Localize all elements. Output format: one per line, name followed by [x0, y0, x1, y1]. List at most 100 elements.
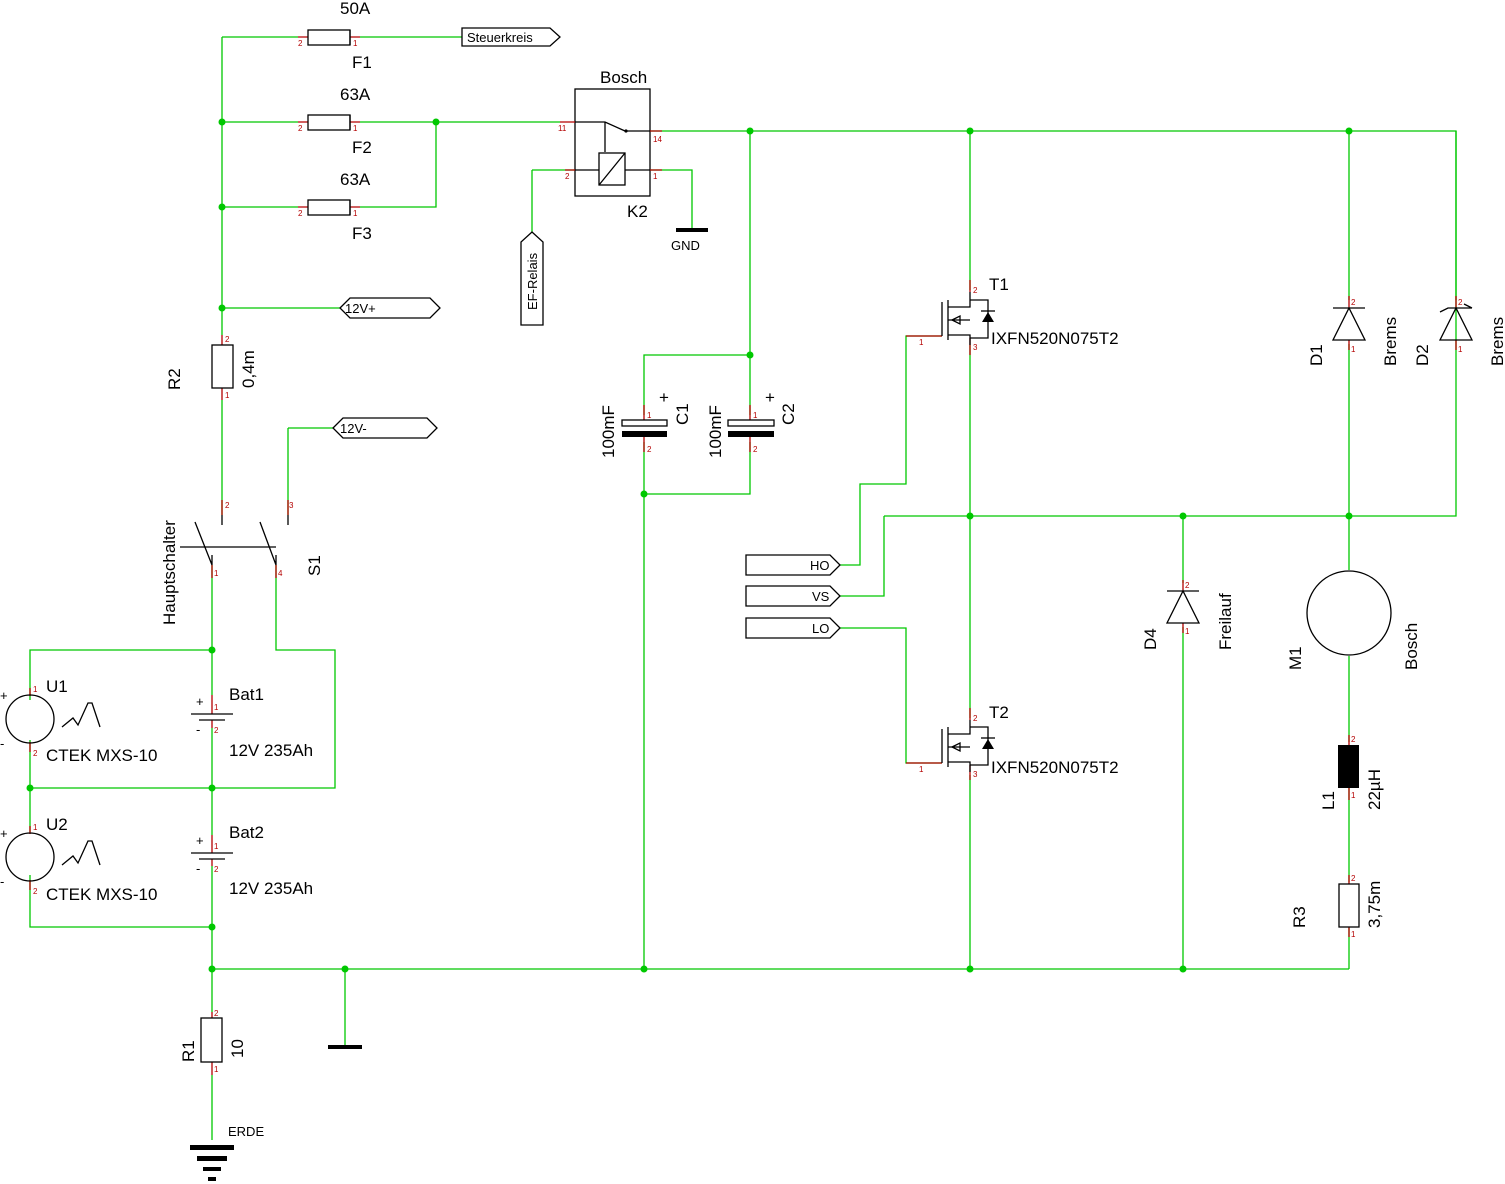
relay-k2[interactable]: 11 14 2 1 Bosch K2	[558, 68, 662, 221]
battery-bat2[interactable]: + - 1 2 Bat2 12V 235Ah	[191, 823, 313, 898]
resistor-r3-value: 3,75m	[1365, 881, 1384, 928]
svg-text:1: 1	[214, 569, 219, 578]
svg-text:2: 2	[298, 39, 303, 48]
diode-d1-value: Brems	[1381, 317, 1400, 366]
gnd-label: GND	[671, 238, 700, 253]
svg-text:1: 1	[214, 842, 219, 851]
source-u1[interactable]: + - 1 2 U1 CTEK MXS-10	[0, 677, 157, 765]
mosfet-t1-value: IXFN520N075T2	[991, 329, 1119, 348]
mosfet-t2-name: T2	[989, 703, 1009, 722]
svg-text:2: 2	[298, 209, 303, 218]
capacitor-c2-name: C2	[779, 403, 798, 425]
svg-text:2: 2	[1351, 874, 1356, 883]
svg-text:1: 1	[647, 411, 652, 420]
port-12v-minus[interactable]: 12V-	[332, 417, 438, 439]
resistor-r1-name: R1	[179, 1040, 198, 1062]
capacitor-c1[interactable]: 1 2 + 100mF C1	[599, 388, 692, 458]
fuse-f2[interactable]: 2 1 63A F2	[298, 85, 372, 157]
battery-bat1[interactable]: + - 1 2 Bat1 12V 235Ah	[191, 685, 313, 760]
svg-text:1: 1	[353, 209, 358, 218]
svg-text:1: 1	[1351, 791, 1356, 800]
svg-text:-: -	[0, 736, 4, 751]
relay-name: K2	[627, 202, 648, 221]
svg-text:EF-Relais: EF-Relais	[525, 252, 540, 310]
source-u2[interactable]: + - 1 2 U2 CTEK MXS-10	[0, 815, 157, 904]
fuse-f1-name: F1	[352, 53, 372, 72]
source-u1-value: CTEK MXS-10	[46, 746, 157, 765]
svg-text:1: 1	[353, 124, 358, 133]
switch-s1[interactable]: 2 3 1 4 Hauptschalter S1	[160, 500, 324, 625]
svg-text:+: +	[0, 826, 8, 841]
svg-text:2: 2	[973, 286, 978, 295]
diode-d4-name: D4	[1141, 628, 1160, 650]
diode-d2[interactable]: 2 1 D2 Brems	[1413, 296, 1505, 366]
battery-bat1-name: Bat1	[229, 685, 264, 704]
svg-text:1: 1	[1351, 930, 1356, 939]
fuse-f3[interactable]: 2 1 63A F3	[298, 170, 372, 243]
source-u2-value: CTEK MXS-10	[46, 885, 157, 904]
motor-name: M1	[1286, 646, 1305, 670]
motor-m1[interactable]: M1 Bosch	[1286, 570, 1421, 670]
fuse-f1[interactable]: 2 1 50A F1	[298, 0, 372, 72]
capacitor-c1-name: C1	[673, 403, 692, 425]
port-ho[interactable]: HO	[745, 554, 841, 576]
svg-text:3: 3	[973, 770, 978, 779]
svg-text:+: +	[765, 388, 775, 407]
resistor-r2-value: 0,4m	[239, 350, 258, 388]
inductor-name: L1	[1319, 791, 1338, 810]
port-lo[interactable]: LO	[745, 617, 841, 639]
svg-text:2: 2	[647, 445, 652, 454]
diode-d4[interactable]: 2 1 D4 Freilauf	[1141, 580, 1235, 650]
motor-value: Bosch	[1402, 623, 1421, 670]
resistor-r3[interactable]: 2 1 R3 3,75m	[1290, 874, 1384, 939]
source-u2-name: U2	[46, 815, 68, 834]
gnd-symbol: GND	[671, 228, 708, 253]
resistor-r2[interactable]: 2 1 R2 0,4m	[165, 335, 258, 400]
port-ef-relais[interactable]: EF-Relais	[520, 231, 544, 326]
svg-text:1: 1	[919, 765, 924, 774]
svg-text:+: +	[196, 833, 204, 848]
svg-text:2: 2	[214, 726, 219, 735]
battery-bat1-value: 12V 235Ah	[229, 741, 313, 760]
svg-text:2: 2	[33, 749, 38, 758]
diode-d1-name: D1	[1307, 344, 1326, 366]
inductor-value: 22µH	[1365, 769, 1384, 810]
svg-text:2: 2	[753, 445, 758, 454]
svg-text:+: +	[0, 688, 8, 703]
svg-text:2: 2	[225, 335, 230, 344]
switch-name: S1	[305, 555, 324, 576]
earth-label: ERDE	[228, 1124, 264, 1139]
port-steuerkreis[interactable]: Steuerkreis	[461, 27, 561, 47]
svg-text:-: -	[196, 861, 200, 876]
resistor-r1[interactable]: 2 1 R1 10	[179, 1009, 247, 1075]
port-vs[interactable]: VS	[745, 585, 841, 607]
svg-text:2: 2	[1458, 298, 1463, 307]
svg-text:14: 14	[653, 135, 662, 144]
svg-text:1: 1	[1185, 627, 1190, 636]
mosfet-t2[interactable]: 2 3 1 T2 IXFN520N075T2	[906, 703, 1119, 780]
svg-text:2: 2	[214, 865, 219, 874]
svg-text:-: -	[196, 722, 200, 737]
svg-text:2: 2	[33, 887, 38, 896]
svg-text:2: 2	[225, 501, 230, 510]
svg-text:-: -	[0, 874, 4, 889]
mosfet-t1[interactable]: 2 3 1 T1 IXFN520N075T2	[906, 275, 1119, 355]
diode-d1[interactable]: 2 1 D1 Brems	[1307, 296, 1400, 366]
svg-text:1: 1	[1458, 345, 1463, 354]
svg-text:1: 1	[753, 411, 758, 420]
svg-text:+: +	[659, 388, 669, 407]
svg-text:12V-: 12V-	[340, 421, 367, 436]
svg-text:VS: VS	[812, 589, 830, 604]
mosfet-t1-name: T1	[989, 275, 1009, 294]
diode-d2-name: D2	[1413, 344, 1432, 366]
wires	[29, 36, 1457, 1140]
battery-bat2-value: 12V 235Ah	[229, 879, 313, 898]
port-12v-plus[interactable]: 12V+	[339, 297, 441, 319]
svg-text:12V+: 12V+	[345, 301, 376, 316]
svg-text:2: 2	[1351, 298, 1356, 307]
inductor-l1[interactable]: 2 1 L1 22µH	[1319, 735, 1384, 810]
capacitor-c2[interactable]: 1 2 + 100mF C2	[706, 388, 798, 458]
mosfet-t2-value: IXFN520N075T2	[991, 758, 1119, 777]
fuse-f2-name: F2	[352, 138, 372, 157]
svg-text:2: 2	[1185, 581, 1190, 590]
